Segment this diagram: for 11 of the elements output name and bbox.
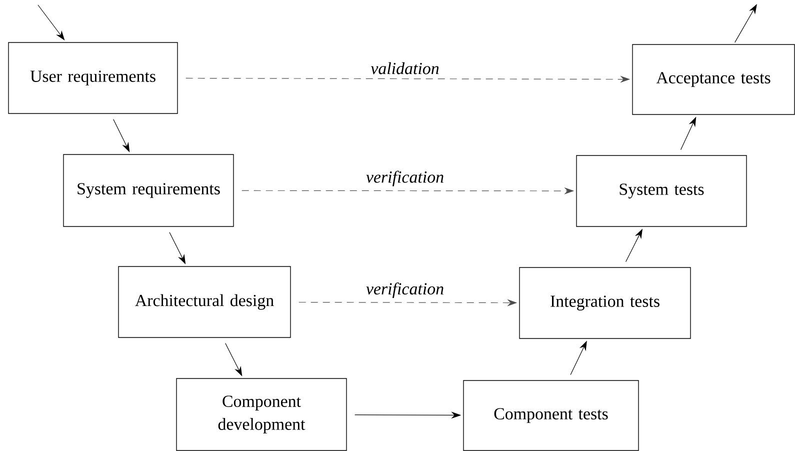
process-box: System requirements (63, 154, 234, 227)
edge-label: validation (370, 62, 439, 74)
edge-label: verification (366, 282, 444, 298)
process-box: Component tests (463, 380, 639, 451)
process-box: System tests (576, 155, 747, 227)
process-box: Architectural design (118, 266, 291, 338)
edge-label: verification (366, 170, 444, 186)
process-box: Acceptance tests (632, 44, 795, 115)
process-box: Component development (176, 378, 347, 451)
process-box: Integration tests (519, 267, 691, 339)
process-box: User requirements (8, 42, 178, 114)
